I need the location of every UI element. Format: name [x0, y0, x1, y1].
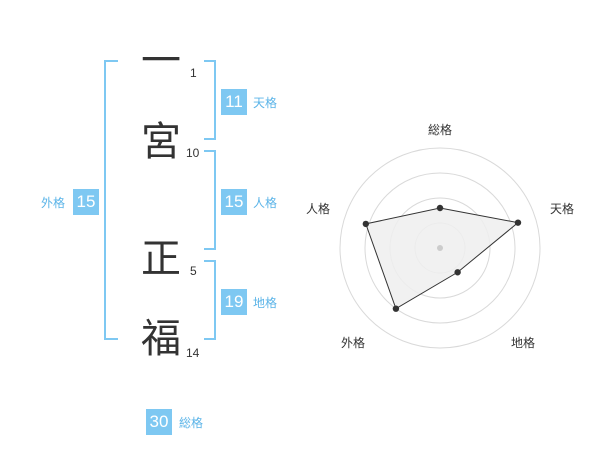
chikaku-label: 地格: [253, 296, 278, 310]
radar-center-dot: [437, 245, 443, 251]
radar-data-point: [454, 269, 461, 276]
name-char-2: 宮: [141, 119, 181, 165]
gaikaku-value-badge: 15: [73, 189, 99, 215]
name-char-4: 福: [141, 316, 181, 362]
radar-axis-label-chikaku: 地格: [511, 336, 536, 350]
radar-data-point: [362, 220, 370, 228]
radar-data-area: [365, 207, 520, 310]
radar-grid-ring: [364, 172, 516, 324]
jinkaku-bracket: [204, 150, 216, 250]
radar-axis-label-gaikaku: 外格: [341, 336, 366, 350]
gaikaku-label: 外格: [41, 196, 66, 210]
stroke-count-3: 5: [190, 264, 197, 278]
tenkaku-bracket: [204, 60, 216, 140]
gaikaku-bracket: [104, 60, 118, 340]
stroke-count-1: 1: [190, 66, 197, 80]
radar-axis-label-jinkaku: 人格: [306, 202, 331, 216]
jinkaku-label: 人格: [253, 196, 278, 210]
radar-grid-ring: [339, 147, 541, 349]
jinkaku-value-badge: 15: [221, 189, 247, 215]
soukaku-label: 総格: [179, 416, 204, 430]
tenkaku-value-badge: 11: [221, 89, 247, 115]
chikaku-bracket: [204, 260, 216, 340]
radar-data-point: [514, 219, 522, 226]
chikaku-value-badge: 19: [221, 289, 247, 315]
radar-axis-label-soukaku: 総格: [428, 123, 453, 137]
tenkaku-label: 天格: [253, 96, 278, 110]
stroke-count-4: 14: [186, 346, 200, 360]
soukaku-value-badge: 30: [146, 409, 172, 435]
radar-axis-label-tenkaku: 天格: [550, 202, 575, 216]
name-char-1: 一: [141, 38, 181, 84]
stroke-count-2: 10: [186, 146, 200, 160]
radar-data-point: [392, 305, 400, 312]
name-char-3: 正: [141, 236, 181, 282]
radar-data-point: [436, 204, 444, 212]
